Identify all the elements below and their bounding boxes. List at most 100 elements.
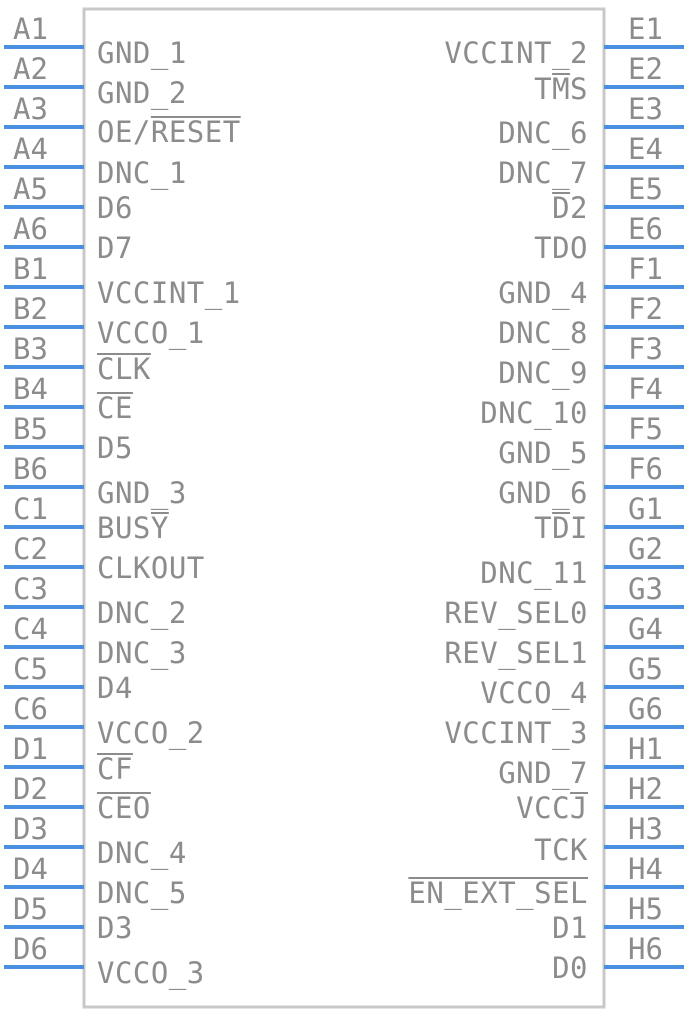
pin-signal-a3: OE/RESET <box>97 115 241 149</box>
pin-number-b6: B6 <box>13 452 48 486</box>
pin-signal-d2: CEO <box>97 791 151 825</box>
pin-number-b5: B5 <box>13 412 48 446</box>
pin-number-a1: A1 <box>13 12 48 46</box>
pin-number-g4: G4 <box>628 612 663 646</box>
pin-signal-e5: D2 <box>552 191 588 225</box>
pin-number-a6: A6 <box>13 212 48 246</box>
pin-signal-b4: CE <box>97 391 133 425</box>
pin-signal-c5: D4 <box>97 671 133 705</box>
pin-signal-g3: REV_SEL0 <box>444 596 588 631</box>
pin-signal-g5: VCCO_4 <box>480 676 588 711</box>
pin-number-d2: D2 <box>13 772 48 806</box>
overbar-group <box>97 73 588 879</box>
pin-signal-a4: DNC_1 <box>97 156 187 191</box>
pin-number-g1: G1 <box>628 492 663 526</box>
pin-number-e6: E6 <box>628 212 663 246</box>
pin-signal-d1: CF <box>97 752 133 786</box>
pin-number-h6: H6 <box>628 932 663 966</box>
pin-number-a2: A2 <box>13 52 48 86</box>
pin-number-g6: G6 <box>628 692 663 726</box>
pin-signal-d6: VCCO_3 <box>97 956 205 991</box>
pin-number-c4: C4 <box>13 612 48 646</box>
pin-number-a4: A4 <box>13 132 48 166</box>
pin-number-e4: E4 <box>628 132 663 166</box>
pin-signal-g1: TDI <box>534 511 588 545</box>
pin-number-d1: D1 <box>13 732 48 766</box>
pin-signal-f2: DNC_8 <box>498 316 588 351</box>
pin-signal-h3: TCK <box>534 833 588 867</box>
pin-number-f3: F3 <box>628 332 663 366</box>
pin-signal-e4: DNC_7 <box>498 156 588 191</box>
pin-number-d3: D3 <box>13 812 48 846</box>
pin-number-b4: B4 <box>13 372 48 406</box>
pin-number-e5: E5 <box>628 172 663 206</box>
pin-number-e1: E1 <box>628 12 663 46</box>
pin-signal-a2: GND_2 <box>97 76 187 111</box>
pin-number-a3: A3 <box>13 92 48 126</box>
pin-signal-f6: GND_6 <box>498 476 588 511</box>
pin-number-b3: B3 <box>13 332 48 366</box>
pin-signal-c2: CLKOUT <box>97 551 205 585</box>
pin-number-a5: A5 <box>13 172 48 206</box>
pin-signal-c3: DNC_2 <box>97 596 187 631</box>
pin-signal-g4: REV_SEL1 <box>444 636 588 671</box>
pin-number-d4: D4 <box>13 852 48 886</box>
pin-signal-b5: D5 <box>97 431 133 465</box>
pin-number-f6: F6 <box>628 452 663 486</box>
pin-signal-e3: DNC_6 <box>498 116 588 151</box>
pin-number-h1: H1 <box>628 732 663 766</box>
pin-signal-c1: BUSY <box>97 511 169 545</box>
pin-signal-e2: TMS <box>534 72 588 106</box>
pin-number-c2: C2 <box>13 532 48 566</box>
left-pin-group: A1GND_1A2GND_2A3OE/RESETA4DNC_1A5D6A6D7B… <box>4 12 241 991</box>
pin-number-h3: H3 <box>628 812 663 846</box>
pin-number-e3: E3 <box>628 92 663 126</box>
pin-signal-d3: DNC_4 <box>97 836 187 871</box>
pin-signal-h6: D0 <box>552 951 588 985</box>
pin-signal-c4: DNC_3 <box>97 636 187 671</box>
pin-number-g3: G3 <box>628 572 663 606</box>
pin-number-f2: F2 <box>628 292 663 326</box>
pin-number-g5: G5 <box>628 652 663 686</box>
pin-signal-a6: D7 <box>97 231 133 265</box>
pin-signal-a1: GND_1 <box>97 36 187 71</box>
pin-signal-h2: VCCJ <box>516 791 588 825</box>
pin-number-d5: D5 <box>13 892 48 926</box>
pin-signal-h5: D1 <box>552 911 588 945</box>
pin-signal-g2: DNC_11 <box>480 556 588 591</box>
pin-number-c6: C6 <box>13 692 48 726</box>
pin-number-b2: B2 <box>13 292 48 326</box>
pin-number-f5: F5 <box>628 412 663 446</box>
pin-number-e2: E2 <box>628 52 663 86</box>
pin-signal-h4: EN_EXT_SEL <box>408 876 588 911</box>
pin-number-d6: D6 <box>13 932 48 966</box>
pin-signal-b6: GND_3 <box>97 476 187 511</box>
pin-number-f4: F4 <box>628 372 663 406</box>
pin-signal-f3: DNC_9 <box>498 356 588 391</box>
pin-signal-f4: DNC_10 <box>480 396 588 431</box>
pin-signal-f5: GND_5 <box>498 436 588 471</box>
pin-signal-g6: VCCINT_3 <box>444 716 588 751</box>
pin-signal-d5: D3 <box>97 911 133 945</box>
pin-signal-a5: D6 <box>97 191 133 225</box>
pin-number-h2: H2 <box>628 772 663 806</box>
pin-number-h5: H5 <box>628 892 663 926</box>
pin-signal-e1: VCCINT_2 <box>444 36 588 71</box>
pin-number-b1: B1 <box>13 252 48 286</box>
pin-signal-c6: VCCO_2 <box>97 716 205 751</box>
pin-number-f1: F1 <box>628 252 663 286</box>
pin-number-g2: G2 <box>628 532 663 566</box>
pin-signal-b3: CLK <box>97 352 151 386</box>
pin-signal-b2: VCCO_1 <box>97 316 205 351</box>
pin-signal-f1: GND_4 <box>498 276 588 311</box>
pin-number-c3: C3 <box>13 572 48 606</box>
pin-number-h4: H4 <box>628 852 663 886</box>
pin-signal-e6: TDO <box>534 231 588 265</box>
pin-signal-h1: GND_7 <box>498 756 588 791</box>
pin-number-c1: C1 <box>13 492 48 526</box>
component-body <box>82 7 606 1009</box>
pin-signal-b1: VCCINT_1 <box>97 276 241 311</box>
pin-number-c5: C5 <box>13 652 48 686</box>
